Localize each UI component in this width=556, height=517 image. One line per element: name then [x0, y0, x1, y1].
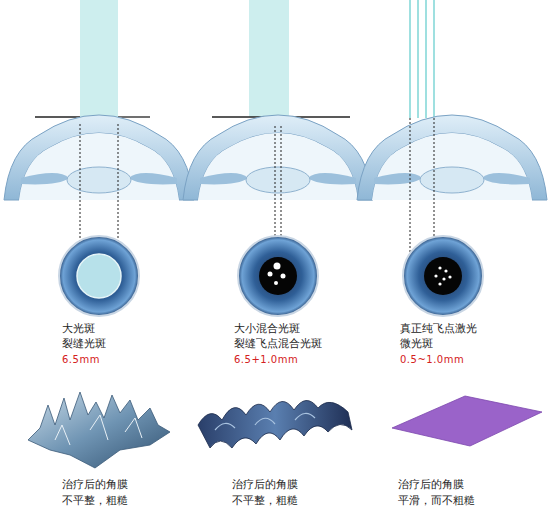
caption-text: 治疗后的角膜 — [398, 478, 464, 492]
caption-text: 裂缝光斑 — [62, 337, 106, 351]
caption-text: 裂缝飞点混合光斑 — [234, 337, 322, 351]
caption-text: 不平整，粗糙 — [62, 494, 128, 508]
spot-size: 6.5+1.0mm — [234, 353, 298, 367]
caption-text: 不平整，粗糙 — [232, 494, 298, 508]
caption-text: 治疗后的角膜 — [232, 478, 298, 492]
caption-text: 大小混合光斑 — [234, 322, 300, 336]
caption-text: 平滑，而不粗糙 — [398, 494, 475, 508]
caption-text: 治疗后的角膜 — [62, 478, 128, 492]
caption-text: 微光斑 — [400, 337, 433, 351]
caption-text: 大光斑 — [62, 322, 95, 336]
spot-size: 0.5~1.0mm — [400, 353, 464, 367]
caption-text: 真正纯飞点激光 — [400, 322, 477, 336]
spot-size: 6.5mm — [62, 353, 100, 367]
